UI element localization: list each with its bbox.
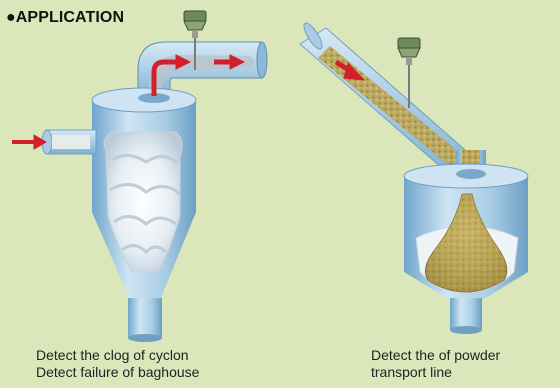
cyclone-caption: Detect the clog of cyclon Detect failure… — [36, 347, 199, 381]
powder-hopper — [404, 164, 528, 334]
caption-line: transport line — [371, 364, 500, 381]
caption-line: Detect the clog of cyclon — [36, 347, 199, 364]
caption-line: Detect failure of baghouse — [36, 364, 199, 381]
section-title: ●APPLICATION — [6, 9, 124, 27]
caption-line: Detect the of powder — [371, 347, 500, 364]
transport-caption: Detect the of powder transport line — [371, 347, 500, 381]
